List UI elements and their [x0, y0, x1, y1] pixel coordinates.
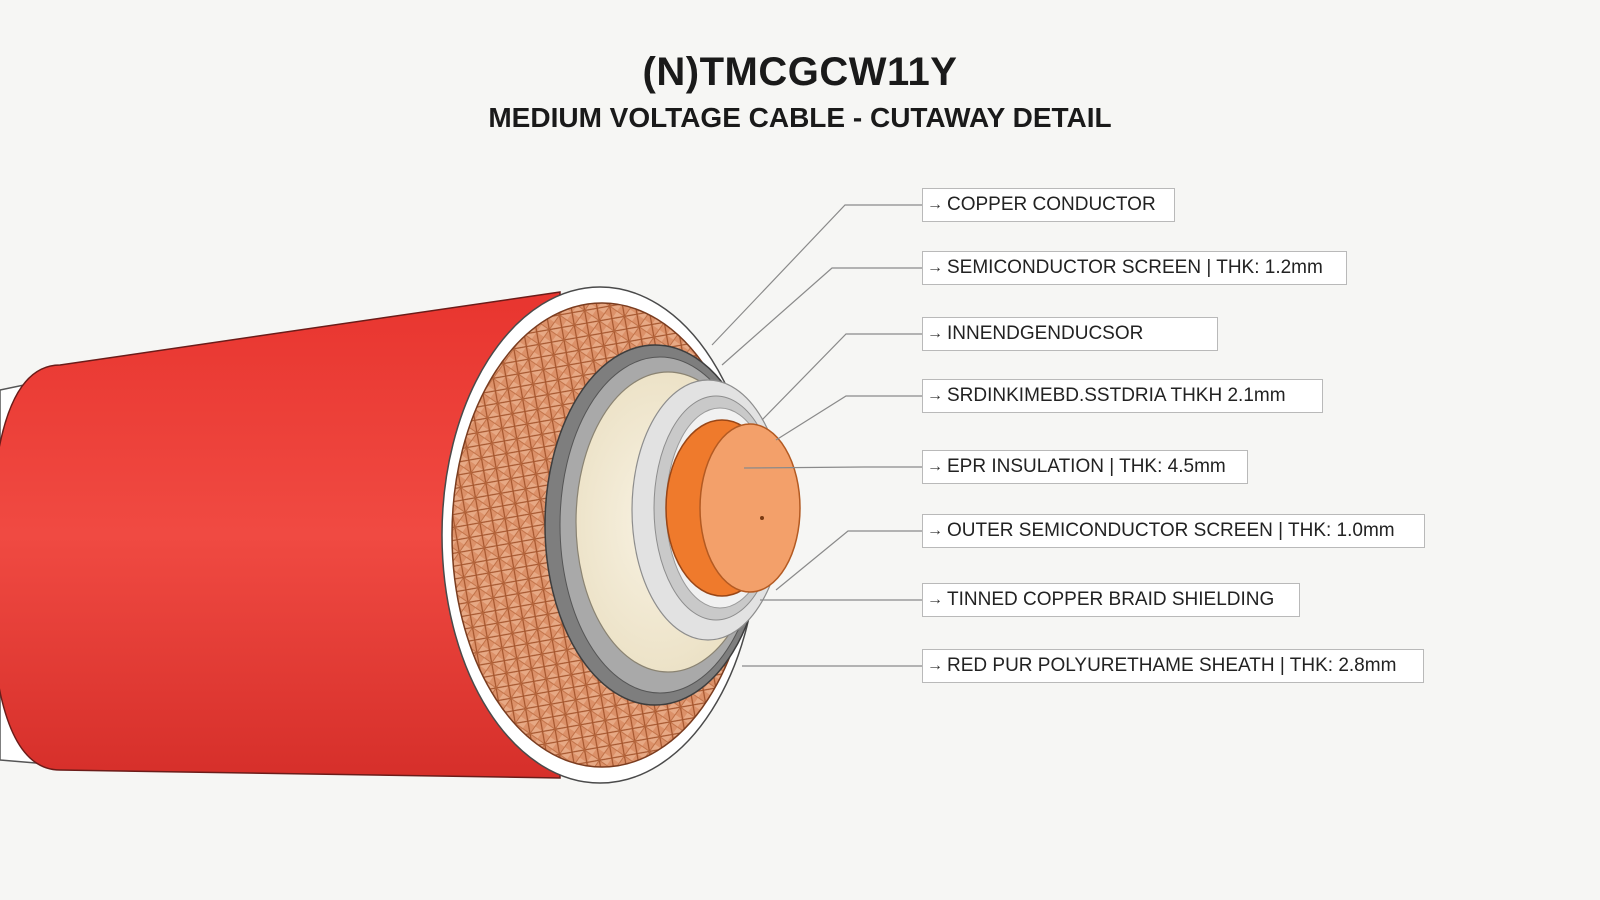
- copper-conductor-face: [699, 423, 801, 593]
- callout-text: INNENDGENDUCSOR: [947, 323, 1144, 344]
- callout-text: COPPER CONDUCTOR: [947, 194, 1156, 215]
- arrow-right-icon: →: [927, 387, 943, 404]
- arrow-right-icon: →: [927, 325, 943, 342]
- callout-braid-shielding: → TINNED COPPER BRAID SHIELDING: [922, 583, 1300, 617]
- leader-line-6: [775, 530, 922, 591]
- red-sheath-body: [0, 291, 561, 779]
- callout-semiconductor-screen: → SEMICONDUCTOR SCREEN | THK: 1.2mm: [922, 251, 1347, 285]
- callout-red-pur-sheath: → RED PUR POLYURETHAME SHEATH | THK: 2.8…: [922, 649, 1424, 683]
- arrow-right-icon: →: [927, 196, 943, 213]
- leader-line-4: [775, 395, 922, 441]
- conductor-center-dot: [760, 516, 764, 520]
- callout-text: RED PUR POLYURETHAME SHEATH | THK: 2.8mm: [947, 655, 1397, 676]
- callout-copper-conductor: → COPPER CONDUCTOR: [922, 188, 1175, 222]
- callout-outer-semiconductor-screen: → OUTER SEMICONDUCTOR SCREEN | THK: 1.0m…: [922, 514, 1425, 548]
- callout-text: OUTER SEMICONDUCTOR SCREEN | THK: 1.0mm: [947, 520, 1395, 541]
- callout-text: EPR INSULATION | THK: 4.5mm: [947, 456, 1226, 477]
- callout-text: SRDINKIMEBD.SSTDRIA THKH 2.1mm: [947, 385, 1286, 406]
- arrow-right-icon: →: [927, 522, 943, 539]
- diagram-title: (N)TMCGCW11Y: [642, 50, 958, 94]
- callout-text: TINNED COPPER BRAID SHIELDING: [947, 589, 1275, 610]
- leader-line-2: [721, 267, 922, 366]
- leader-line-1: [711, 204, 922, 346]
- arrow-right-icon: →: [927, 458, 943, 475]
- leader-line-3: [761, 333, 922, 421]
- leader-lines: [711, 204, 922, 667]
- arrow-right-icon: →: [927, 259, 943, 276]
- diagram-subtitle: MEDIUM VOLTAGE CABLE - CUTAWAY DETAIL: [488, 102, 1112, 133]
- callout-epr-insulation: → EPR INSULATION | THK: 4.5mm: [922, 450, 1248, 484]
- arrow-right-icon: →: [927, 657, 943, 674]
- arrow-right-icon: →: [927, 591, 943, 608]
- callout-inner-conductor: → INNENDGENDUCSOR: [922, 317, 1218, 351]
- leader-line-5: [743, 466, 922, 469]
- callout-text: SEMICONDUCTOR SCREEN | THK: 1.2mm: [947, 257, 1323, 278]
- callout-screen-thickness: → SRDINKIMEBD.SSTDRIA THKH 2.1mm: [922, 379, 1323, 413]
